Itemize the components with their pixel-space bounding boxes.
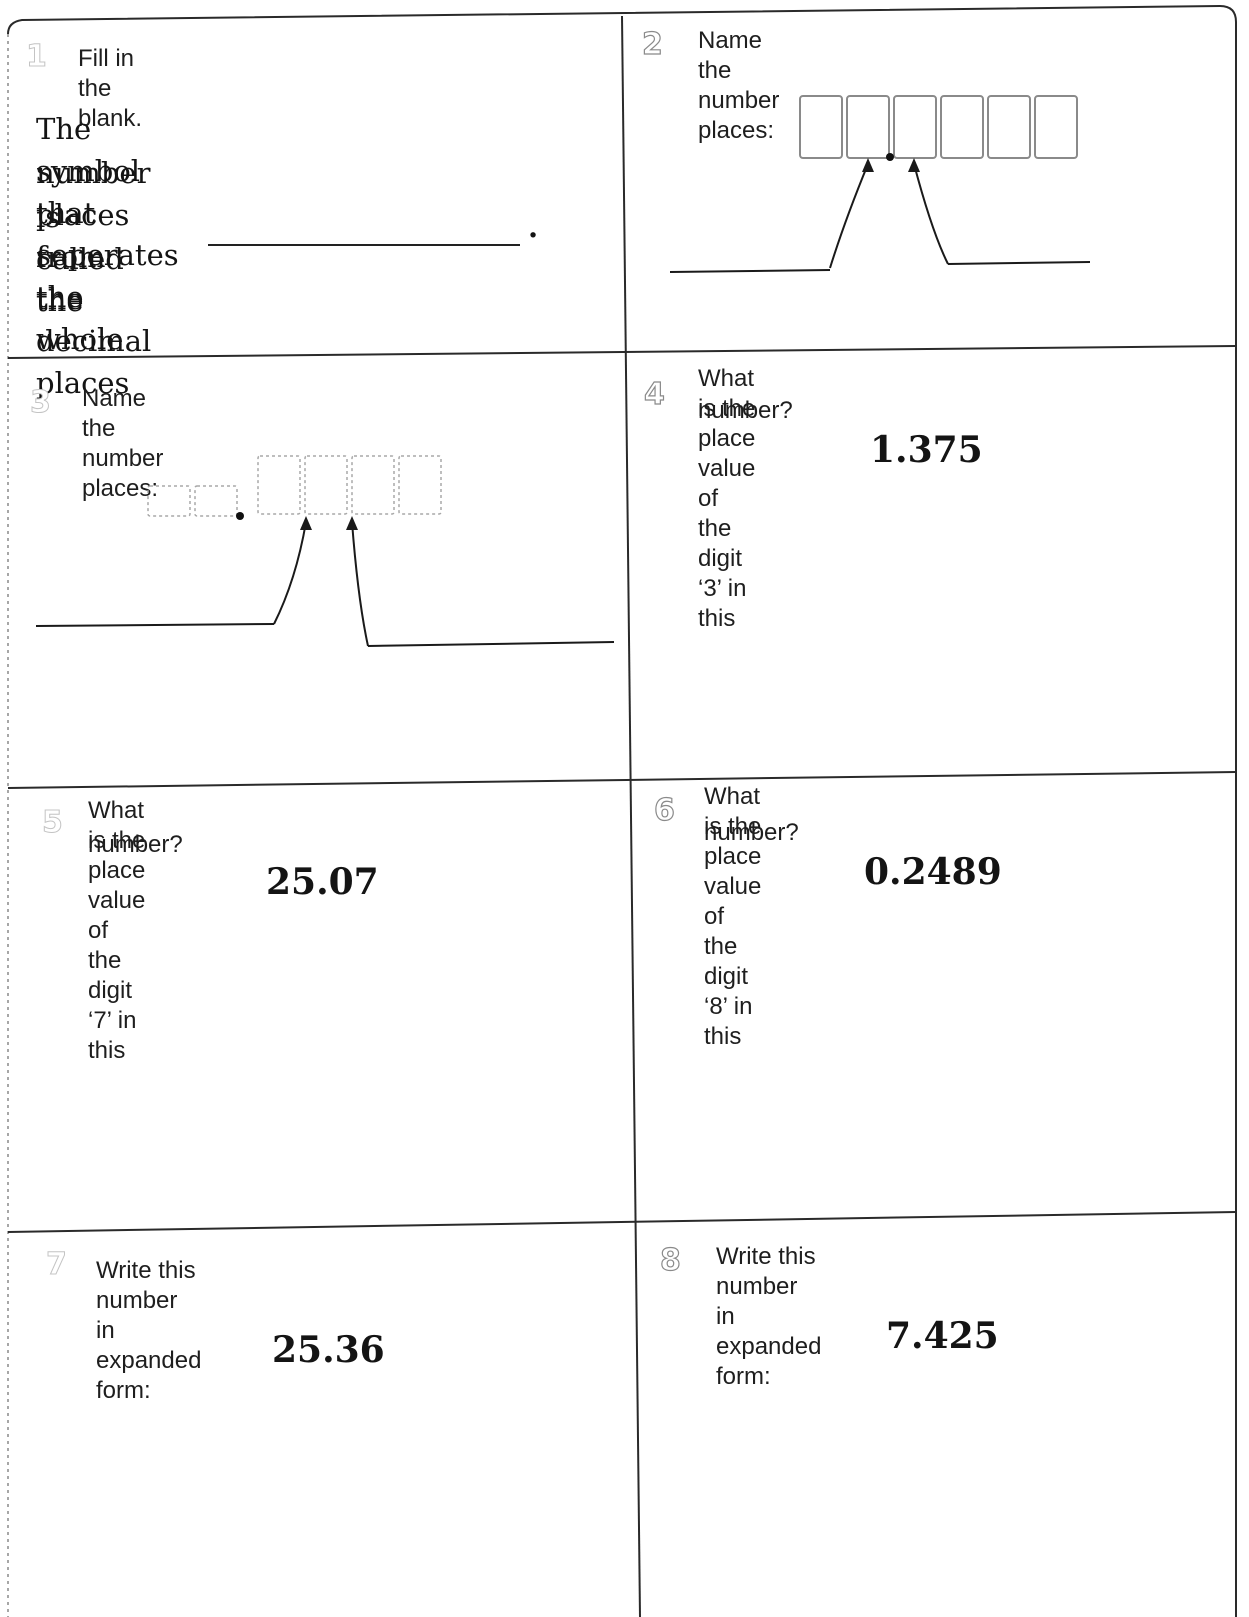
question-prompt-line-1: What is the place value of the digit ‘7’…: [88, 797, 146, 1064]
question-number: 8: [659, 1243, 681, 1278]
question-prompt: Name the number places:: [82, 385, 164, 502]
question-prompt-line-1: What is the place value of the digit ‘3’…: [698, 365, 756, 632]
question-number: 7: [46, 1247, 68, 1282]
given-number: 25.07: [266, 861, 379, 903]
answer-blank[interactable]: [208, 244, 520, 246]
question-number: 2: [641, 27, 663, 62]
question-prompt-line-2: number?: [698, 397, 793, 424]
question-number: 1: [26, 39, 48, 74]
given-number: 0.2489: [864, 851, 1002, 893]
question-prompt: Fill in the blank.: [78, 45, 143, 132]
question-prompt-line-2: number?: [88, 831, 183, 858]
question-number: 3: [30, 385, 52, 420]
statement-line-1: The symbol that seperates the whole: [36, 112, 179, 356]
question-prompt-line-2: number?: [704, 819, 799, 846]
statement-line-2: number places from the decimal places: [36, 156, 152, 400]
question-number: 5: [42, 805, 64, 840]
given-number: 1.375: [870, 429, 983, 471]
question-prompt: Write this number in expanded form:: [96, 1257, 202, 1404]
question-number: 6: [653, 793, 675, 828]
question-prompt: Write this number in expanded form:: [716, 1243, 822, 1390]
given-number: 7.425: [886, 1315, 999, 1357]
blank-period: .: [528, 210, 539, 244]
given-number: 25.36: [272, 1329, 385, 1371]
question-number: 4: [643, 377, 665, 412]
question-prompt: Name the number places:: [698, 27, 780, 144]
question-prompt-line-1: What is the place value of the digit ‘8’…: [704, 783, 762, 1050]
statement-line-3: is called the: [36, 200, 124, 318]
